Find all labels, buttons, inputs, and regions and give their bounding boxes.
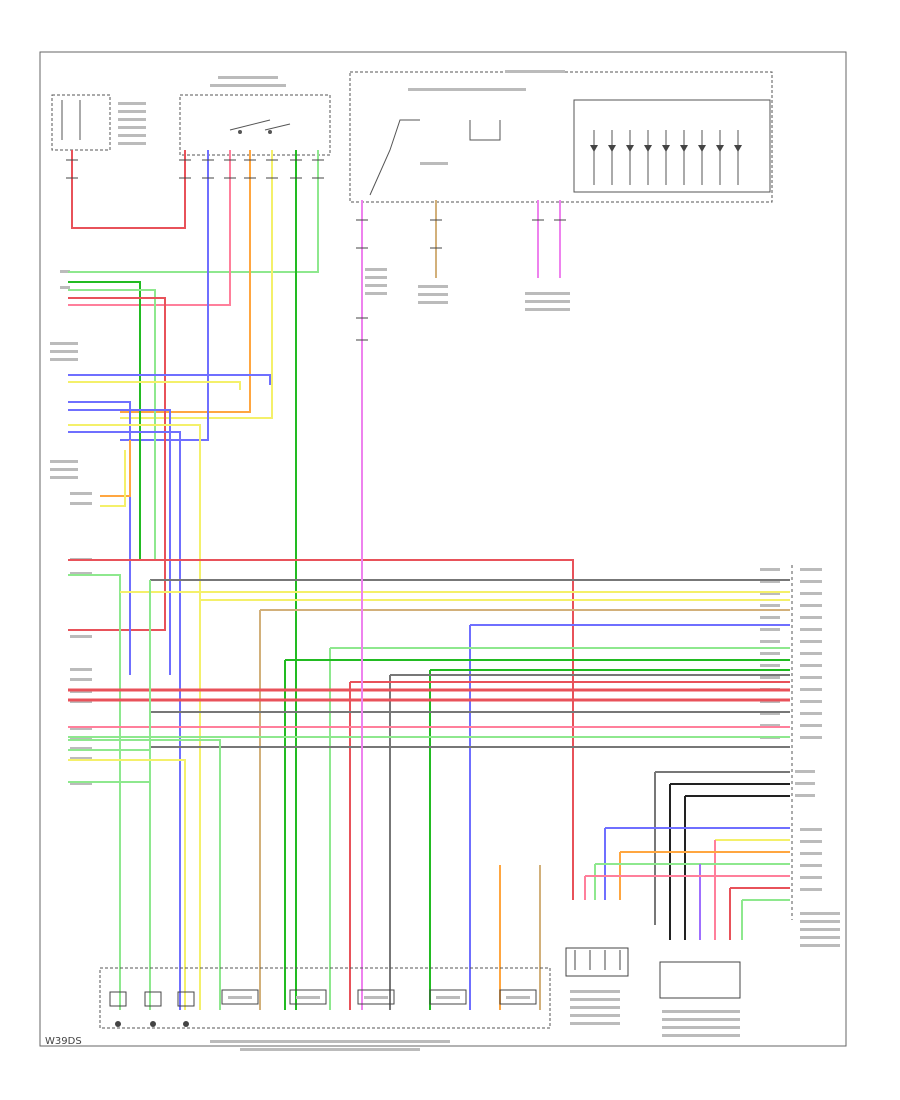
diode-icon: [590, 145, 742, 152]
ground-symbol-icon: [109, 991, 195, 1027]
bottom-solenoid-group: [99, 967, 551, 1051]
top-left-fuse-box: [51, 94, 146, 151]
diagram-border: [39, 51, 847, 1047]
left-wire-labels: [50, 270, 92, 785]
meter-output-labels: [365, 268, 570, 311]
combination-meter-box: [349, 70, 773, 203]
connector-icon: [66, 159, 566, 341]
diagram-code: W39DS: [45, 1036, 82, 1047]
transmission-range-sensor-box: [179, 76, 331, 156]
transfer-case-ecu: [659, 961, 741, 1037]
wires: [68, 150, 790, 1010]
speed-sensor-connector: [565, 947, 629, 1025]
